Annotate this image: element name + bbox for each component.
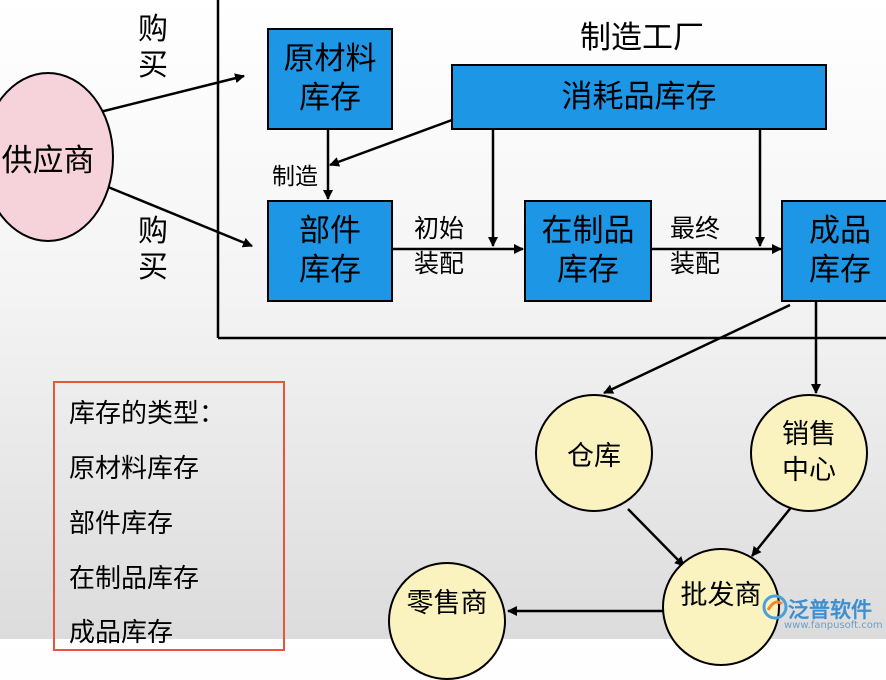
supplier-node: 供应商 [0, 72, 114, 242]
legend-item-wip: 在制品库存 [69, 564, 200, 594]
wip-stock-label: 在制品 库存 [541, 213, 635, 288]
arrow-sales-wholesaler [751, 504, 794, 557]
finished-goods-stock-box: 成品 库存 [781, 200, 886, 302]
retailer-label: 零售商 [406, 587, 488, 619]
legend-title: 库存的类型： [69, 399, 226, 429]
factory-label: 制造工厂 [580, 20, 704, 56]
watermark-url: www.fanpusoft.com [784, 620, 883, 631]
wip-stock-box: 在制品 库存 [524, 200, 652, 302]
manufacture-label: 制造 [272, 164, 318, 190]
watermark-logo-icon [762, 594, 788, 620]
legend-item-parts: 部件库存 [69, 509, 174, 539]
arrow-consumables-parts [329, 118, 453, 167]
supplier-label: 供应商 [1, 142, 95, 179]
legend-item-finished: 成品库存 [69, 618, 174, 648]
wholesaler-label: 批发商 [680, 579, 762, 611]
buy-label-top: 购 买 [138, 12, 168, 83]
consumables-stock-label: 消耗品库存 [561, 78, 717, 115]
parts-stock-box: 部件 库存 [267, 200, 393, 302]
watermark-brand: 泛普软件 [788, 598, 872, 622]
arrow-warehouse-wholesaler [627, 508, 685, 567]
arrow-buy-parts [107, 185, 253, 248]
warehouse-label: 仓库 [567, 440, 621, 472]
sales-center-label: 销售 中心 [782, 418, 836, 486]
finished-goods-stock-label: 成品 库存 [809, 213, 871, 288]
arrow-finished-warehouse [603, 303, 791, 395]
watermark: 泛普软件 www.fanpusoft.com [762, 592, 886, 639]
sales-center-node: 销售 中心 [750, 394, 868, 512]
raw-material-stock-box: 原材料 库存 [267, 28, 393, 130]
parts-stock-label: 部件 库存 [299, 213, 361, 288]
legend-item-raw: 原材料库存 [69, 454, 200, 484]
warehouse-node: 仓库 [535, 394, 653, 512]
raw-material-stock-label: 原材料 库存 [283, 41, 377, 116]
diagram-connectors [99, 0, 886, 616]
consumables-stock-box: 消耗品库存 [451, 64, 827, 130]
initial-assembly-label: 初始 装配 [414, 214, 465, 278]
buy-label-bottom: 购 买 [138, 214, 168, 285]
final-assembly-label: 最终 装配 [670, 214, 721, 278]
retailer-node: 零售商 [388, 562, 506, 680]
inventory-types-legend: 库存的类型： 原材料库存 部件库存 在制品库存 成品库存 [53, 381, 285, 651]
arrow-buy-raw [99, 73, 245, 114]
